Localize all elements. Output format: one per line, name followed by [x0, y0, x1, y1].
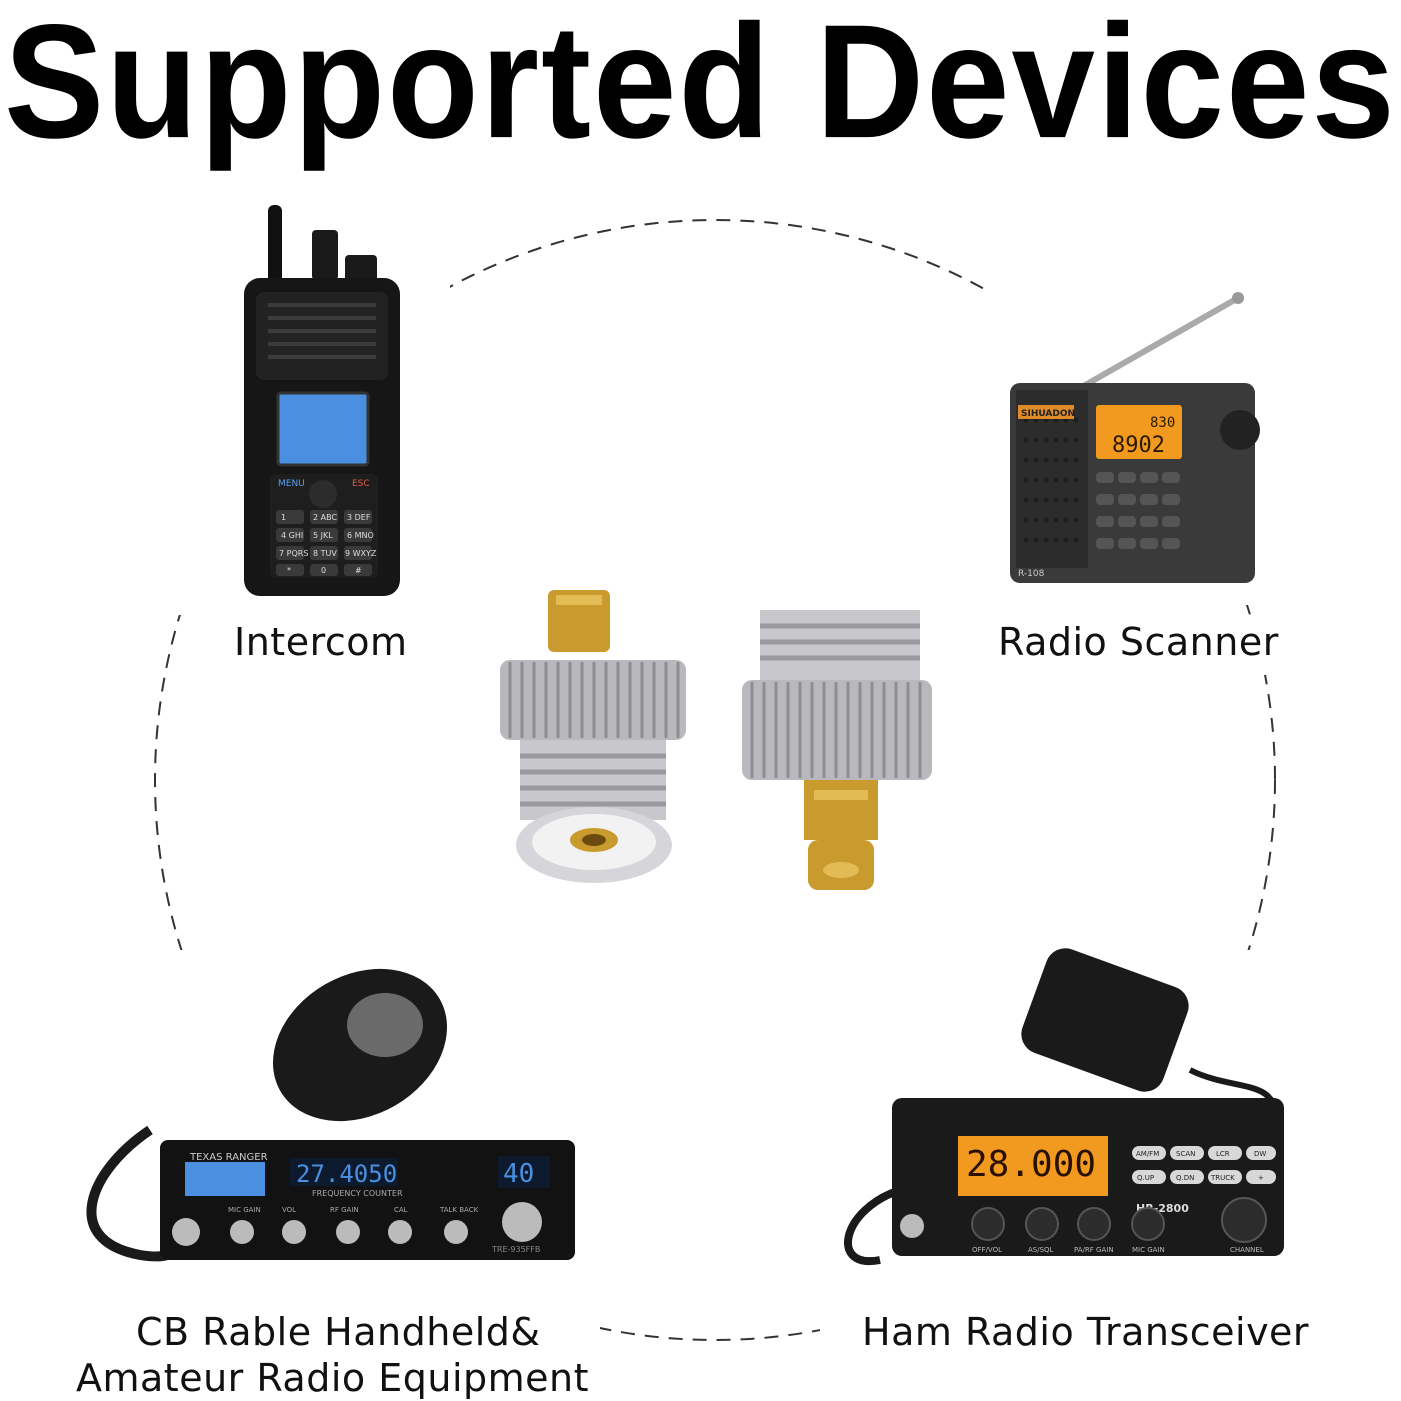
- svg-text:1: 1: [281, 513, 286, 522]
- svg-text:6 MNO: 6 MNO: [347, 531, 374, 540]
- label-ham-radio: Ham Radio Transceiver: [862, 1310, 1310, 1354]
- svg-text:7 PQRS: 7 PQRS: [279, 549, 308, 558]
- scanner-brand-plate: [1018, 405, 1074, 419]
- svg-text:5 JKL: 5 JKL: [313, 531, 333, 540]
- ham-display: [958, 1136, 1108, 1196]
- scanner-display-freq: 8902: [1112, 433, 1165, 458]
- label-intercom: Intercom: [234, 620, 408, 664]
- svg-text:3 DEF: 3 DEF: [347, 513, 371, 522]
- dashed-orbit-circle: [154, 219, 1276, 1341]
- page-title: Supported Devices: [4, 0, 1397, 172]
- menu-key: MENU: [278, 479, 305, 489]
- esc-key: ESC: [352, 479, 370, 489]
- ham-microphone: [1021, 948, 1189, 1092]
- svg-text:TRUCK: TRUCK: [1210, 1174, 1235, 1182]
- cb-freq-caption: FREQUENCY COUNTER: [312, 1189, 403, 1198]
- cb-brand: TEXAS RANGER: [189, 1152, 268, 1163]
- radio-scanner-device: SIHUADON 830 8902 R-108: [1010, 292, 1260, 583]
- svg-text:CAL: CAL: [394, 1206, 408, 1214]
- label-cb-line1: CB Rable Handheld&: [136, 1310, 541, 1354]
- volume-knob: [312, 230, 338, 280]
- svg-text:CHANNEL: CHANNEL: [1230, 1246, 1264, 1254]
- svg-text:8 TUV: 8 TUV: [313, 549, 337, 558]
- svg-text:0: 0: [321, 566, 326, 575]
- svg-text:SCAN: SCAN: [1176, 1150, 1195, 1158]
- scanner-display: [1096, 405, 1182, 459]
- cb-radio-device: TEXAS RANGER 27.4050 FREQUENCY COUNTER 4…: [86, 968, 575, 1262]
- svg-text:MIC GAIN: MIC GAIN: [1132, 1246, 1165, 1254]
- svg-text:LCR: LCR: [1216, 1150, 1230, 1158]
- svg-text:9 WXYZ: 9 WXYZ: [345, 549, 377, 558]
- intercom-device: MENU ESC 1 2 ABC 3 DEF 4 GHI 5 JKL 6 MNO 7 P…: [244, 205, 400, 596]
- svg-text:+: +: [1258, 1174, 1264, 1182]
- cb-frequency: 27.4050: [296, 1160, 397, 1188]
- svg-text:*: *: [287, 566, 291, 575]
- adapter-left: [500, 590, 686, 883]
- svg-text:TALK BACK: TALK BACK: [439, 1206, 479, 1214]
- svg-text:AS/SQL: AS/SQL: [1028, 1246, 1054, 1254]
- telescopic-antenna: [1078, 295, 1240, 391]
- svg-text:MIC GAIN: MIC GAIN: [228, 1206, 261, 1214]
- svg-text:Q.DN: Q.DN: [1176, 1174, 1194, 1182]
- svg-text:OFF/VOL: OFF/VOL: [972, 1246, 1002, 1254]
- tuning-knob: [1220, 410, 1260, 450]
- scanner-display-top: 830: [1150, 415, 1175, 431]
- svg-text:Q.UP: Q.UP: [1137, 1174, 1154, 1182]
- scanner-brand: SIHUADON: [1021, 409, 1075, 419]
- scanner-model: R-108: [1018, 569, 1045, 579]
- svg-text:AM/FM: AM/FM: [1136, 1150, 1159, 1158]
- svg-text:#: #: [355, 566, 362, 575]
- svg-text:RF GAIN: RF GAIN: [330, 1206, 359, 1214]
- label-radio-scanner: Radio Scanner: [998, 620, 1279, 664]
- adapter-right: [742, 610, 932, 890]
- ham-frequency: 28.000: [966, 1144, 1096, 1185]
- svg-text:VOL: VOL: [282, 1206, 296, 1214]
- label-cb-line2: Amateur Radio Equipment: [76, 1356, 589, 1400]
- svg-text:2 ABC: 2 ABC: [313, 513, 337, 522]
- svg-text:PA/RF GAIN: PA/RF GAIN: [1074, 1246, 1114, 1254]
- antenna: [268, 205, 282, 285]
- cb-model: TRE-935FFB: [491, 1245, 540, 1254]
- cb-channel: 40: [503, 1159, 534, 1189]
- channel-knob: [345, 255, 377, 283]
- radio-screen: [276, 391, 370, 467]
- svg-text:DW: DW: [1254, 1150, 1266, 1158]
- svg-text:4 GHI: 4 GHI: [281, 531, 303, 540]
